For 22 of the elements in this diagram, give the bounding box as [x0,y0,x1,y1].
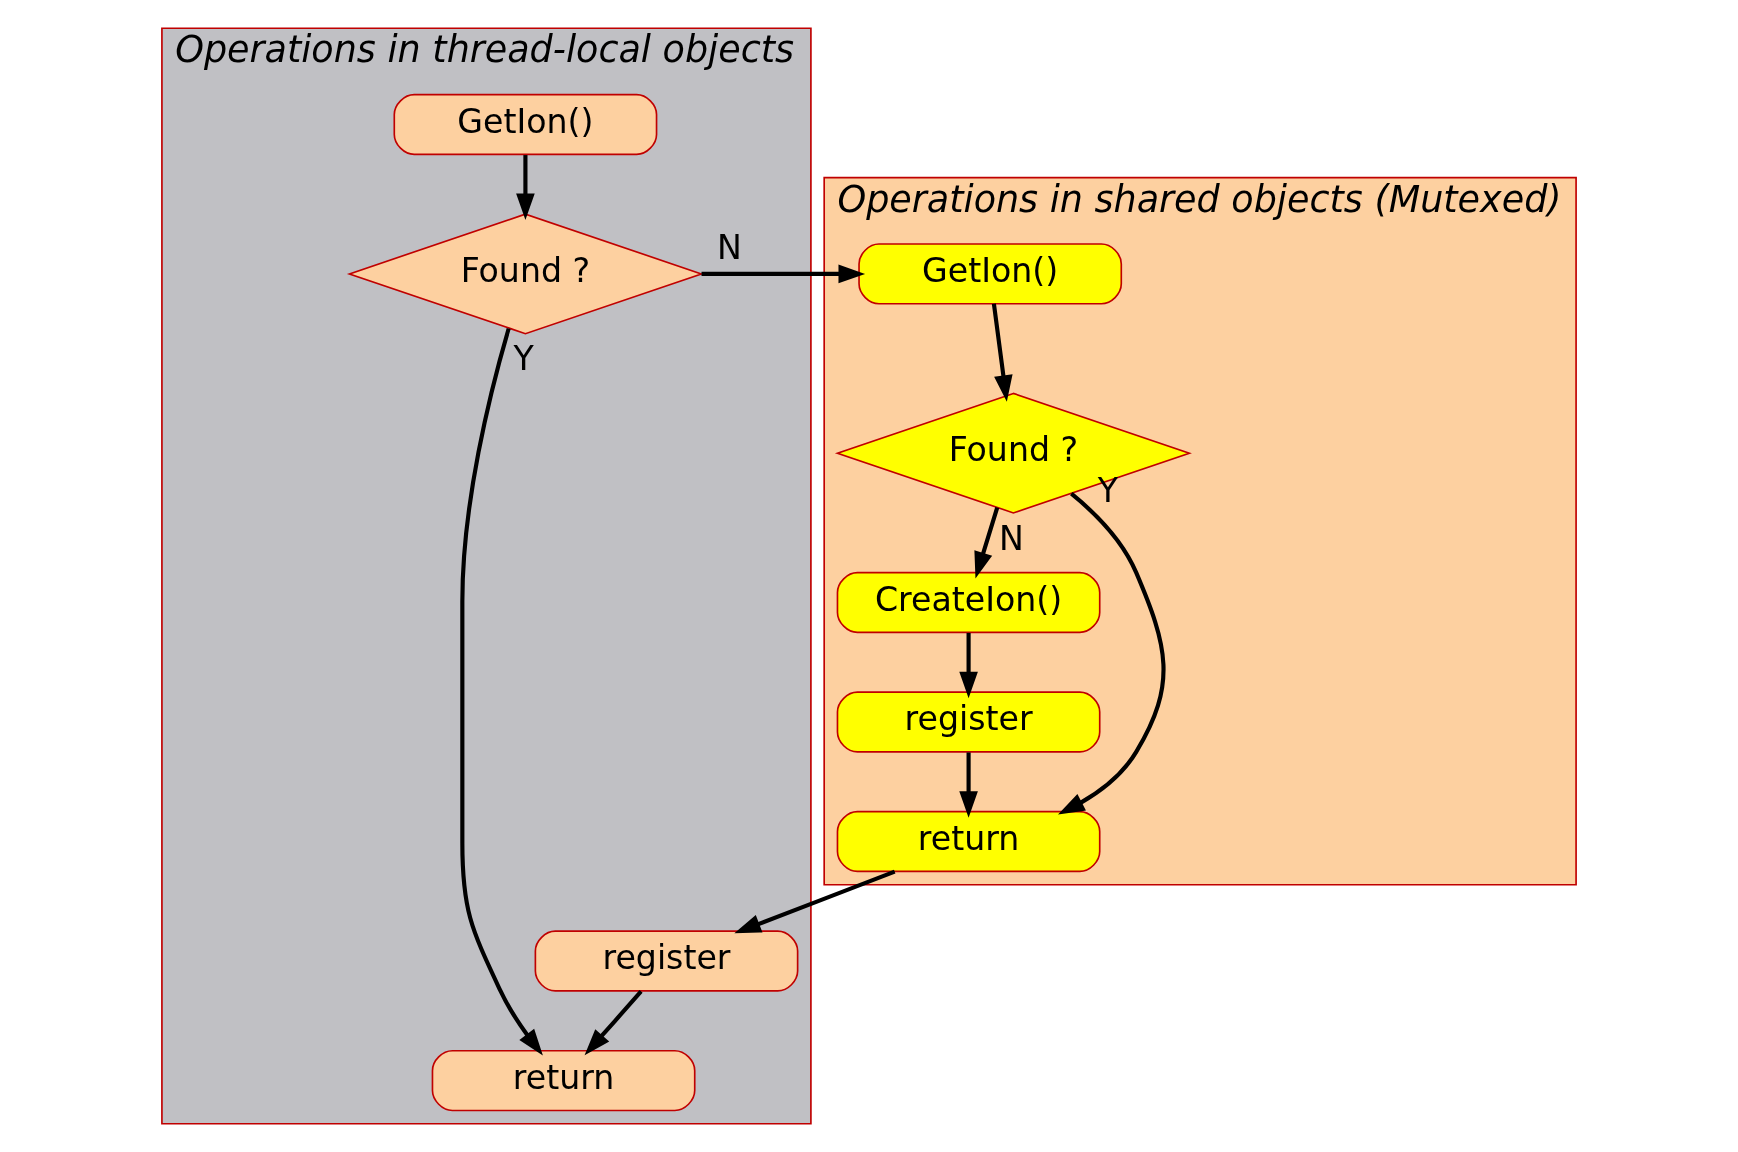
node-box: return [836,810,1101,873]
node-diamond: Found ? [346,213,704,335]
node-box: CreateIon() [836,571,1101,634]
node-box: register [534,930,799,992]
edge-label: Y [513,339,534,379]
arrow [959,752,978,818]
arrow [460,327,543,1056]
arrow [516,155,535,221]
arrow [584,990,643,1056]
node-box: GetIon() [858,243,1123,305]
edge-label: N [717,227,742,267]
node-box: return [431,1049,696,1112]
node-box: GetIon() [393,93,658,156]
edge-label: N [999,518,1024,558]
node-box: register [836,691,1101,753]
arrow [1058,492,1166,815]
arrow [991,303,1013,402]
arrow [959,632,978,699]
arrow [701,264,866,284]
edge-label: Y [1097,470,1119,510]
arrow [974,506,1000,579]
arrow [734,869,896,934]
